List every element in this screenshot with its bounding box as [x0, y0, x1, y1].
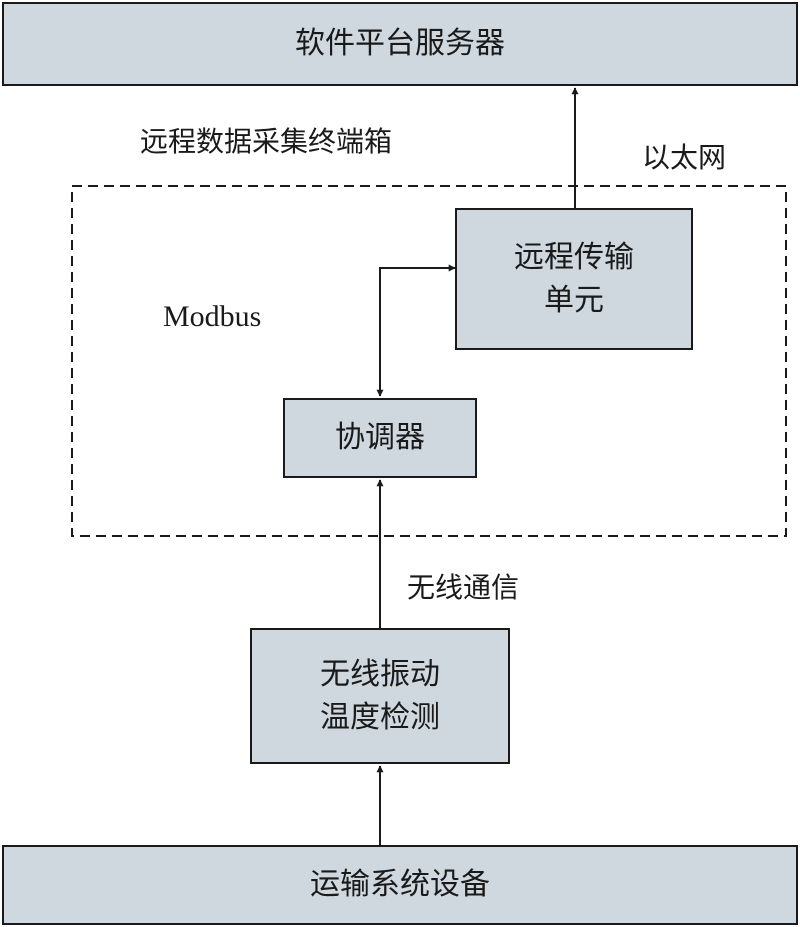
modbus-label: Modbus: [163, 300, 262, 333]
server-box: 软件平台服务器: [2, 2, 798, 86]
equipment-label: 运输系统设备: [310, 867, 490, 903]
terminal-box-boundary: [71, 185, 787, 537]
terminal-box-label: 远程数据采集终端箱: [140, 125, 393, 158]
coordinator-box: 协调器: [283, 398, 477, 478]
sensor-label-line1: 无线振动: [320, 656, 440, 692]
sensor-label-line2: 温度检测: [320, 700, 440, 735]
rtu-label-line1: 远程传输: [514, 239, 634, 275]
arrow-coordinator-rtu-bidirectional: [376, 264, 456, 397]
rtu-box: 远程传输 单元: [455, 208, 693, 350]
rtu-label-line2: 单元: [544, 283, 604, 318]
ethernet-label: 以太网: [642, 141, 727, 174]
coordinator-label: 协调器: [335, 420, 425, 456]
server-label: 软件平台服务器: [295, 26, 505, 62]
wireless-label: 无线通信: [407, 571, 520, 604]
sensor-box: 无线振动 温度检测: [250, 628, 510, 764]
equipment-box: 运输系统设备: [2, 845, 798, 925]
